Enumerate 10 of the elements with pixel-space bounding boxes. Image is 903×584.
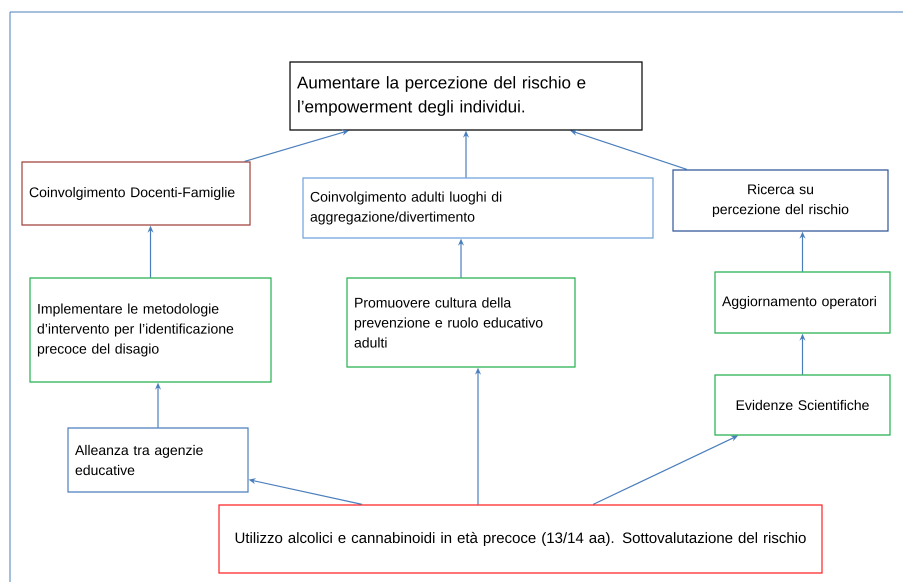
text-box: Coinvolgimento adulti luoghi di aggregazione/divertimento bbox=[302, 177, 654, 239]
text-box: Aumentare la percezione del rischio e l’empowerment degli individui. bbox=[289, 61, 643, 131]
text-box: Alleanza tra agenzie educative bbox=[67, 427, 249, 493]
text-box: Utilizzo alcolici e cannabinoidi in età precoce (13/14 aa). Sottovalutazione del rischio bbox=[218, 504, 823, 574]
text-box: Evidenze Scientifiche bbox=[714, 374, 891, 436]
text-box: Promuovere cultura della prevenzione e ruolo educativo adulti bbox=[346, 277, 576, 368]
text-box: Ricerca su percezione del rischio bbox=[672, 169, 889, 232]
text-box: Aggiornamento operatori bbox=[714, 271, 891, 334]
text-box: Coinvolgimento Docenti-Famiglie bbox=[21, 161, 251, 226]
text-box: Implementare le metodologie d’intervento per l’identificazione precoce del disagio bbox=[29, 277, 272, 383]
